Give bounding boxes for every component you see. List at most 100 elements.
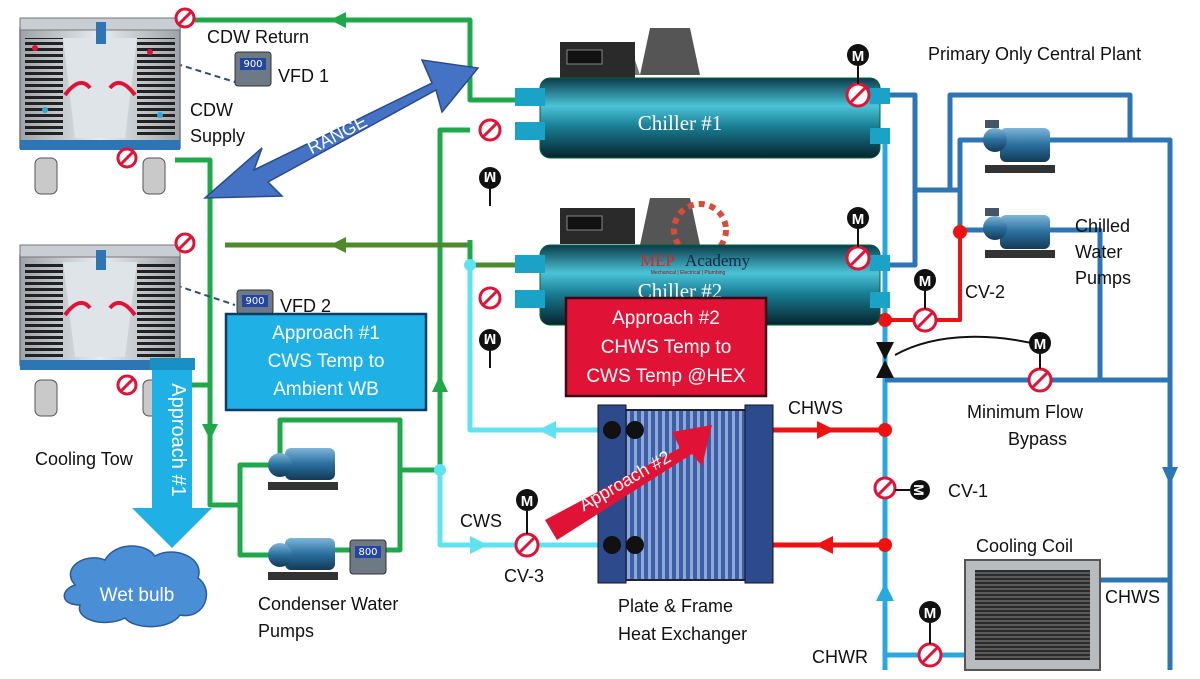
junction-dot: [878, 423, 892, 437]
svg-text:M: M: [521, 493, 534, 510]
chilled-water-pumps-label-1: Chilled: [1075, 216, 1130, 236]
cooling-tower-label: Cooling Tow: [35, 449, 134, 469]
valve-icon: [174, 232, 196, 254]
valve-icon: [1027, 367, 1053, 393]
chilled-water-pumps-label-3: Pumps: [1075, 268, 1131, 288]
valve-icon: [174, 7, 196, 29]
flow-arrows: [202, 12, 1178, 601]
flow-arrow-chwr-up: [876, 583, 894, 601]
labels: CDW Return VFD 1 VFD 2 CDW Supply Primar…: [35, 27, 1160, 667]
cooling-tower-1: [19, 17, 181, 195]
cdw-supply-label-1: CDW: [190, 100, 233, 120]
pump-discharge-right-2: [1050, 227, 1103, 380]
svg-text:M: M: [924, 605, 937, 622]
chiller-1-label: Chiller #1: [638, 111, 723, 135]
vfd-pump-box: 800: [349, 539, 387, 575]
hex-label-1: Plate & Frame: [618, 596, 733, 616]
valve-icon: [478, 286, 502, 310]
svg-text:M: M: [911, 484, 927, 496]
chilled-water-pumps-label-2: Water: [1075, 242, 1122, 262]
flow-arrow-cdw-mid: [330, 237, 346, 253]
plant-title: Primary Only Central Plant: [928, 44, 1141, 64]
svg-text:M: M: [484, 168, 497, 185]
cws-to-hex-pipe: [437, 470, 610, 548]
vfd-1-box: 900: [234, 51, 272, 87]
cv3-label: CV-3: [504, 566, 544, 586]
actuator-icon: M: [479, 329, 501, 368]
vfd-2-label: VFD 2: [280, 296, 331, 316]
pump-discharge-pipe-1: [277, 417, 440, 473]
flow-arrow-red-right: [817, 421, 835, 439]
approach-2-line-3: CWS Temp @HEX: [586, 366, 746, 387]
approach-2-line-1: Approach #2: [612, 308, 720, 329]
hex-label-2: Heat Exchanger: [618, 624, 747, 644]
approach-2-box: Approach #2 CHWS Temp to CWS Temp @HEX: [564, 296, 768, 398]
cdw-return-pipe-mid: [225, 242, 520, 268]
approach-1-arrow: Approach #1: [132, 358, 212, 548]
cv2-red-pipe: [885, 235, 962, 322]
approach-1-line-2: CWS Temp to: [268, 351, 385, 372]
cooling-coil-label: Cooling Coil: [976, 536, 1073, 556]
flow-arrow-red-left: [815, 536, 833, 554]
actuator-icon: M: [516, 489, 538, 534]
vfd-2-box: 900: [236, 289, 274, 315]
vfd-2-display: 900: [245, 296, 264, 307]
svg-text:M: M: [852, 48, 865, 65]
brand-academy: Academy: [685, 251, 751, 270]
flow-arrow-up-green: [432, 375, 448, 392]
approach-1-line-1: Approach #1: [272, 323, 380, 344]
bypass-valve-icon: [876, 342, 894, 378]
chwr-label: CHWR: [812, 647, 868, 667]
bypass-signal-line: [894, 335, 1041, 356]
approach-1-line-3: Ambient WB: [273, 379, 379, 400]
min-flow-label-2: Bypass: [1008, 429, 1067, 449]
condenser-water-pump-1: [268, 448, 338, 490]
pump-discharge-pipe-2: [330, 470, 403, 553]
chws-header-chiller2: [880, 190, 918, 268]
hex-to-cdw-pipe: [467, 265, 610, 433]
tower-supply-pipe-2: [237, 505, 280, 558]
svg-text:M: M: [1034, 336, 1047, 353]
valve-icon: [478, 118, 502, 142]
tower-supply-pipe: [175, 157, 290, 508]
chws-right-label: CHWS: [1105, 587, 1160, 607]
chilled-water-pump-2: [983, 208, 1055, 258]
cooling-tower-2: [19, 244, 181, 417]
motor-actuators: M M M M M M M M M: [479, 44, 1051, 644]
cdw-supply-pipe-top: [437, 127, 470, 470]
brand-sub: Mechanical | Electrical | Plumbing: [651, 270, 726, 276]
condenser-pumps-label-2: Pumps: [258, 621, 314, 641]
junction-dot: [434, 464, 446, 476]
approach-1-arrow-label: Approach #1: [167, 383, 189, 496]
approach-2-line-2: CHWS Temp to: [601, 337, 732, 358]
chiller-1: Chiller #1: [515, 28, 890, 159]
valve-icon: [873, 476, 897, 500]
junction-dot: [878, 538, 892, 552]
brand-mep: MEP: [640, 251, 675, 270]
actuator-icon: M: [919, 601, 941, 644]
wet-bulb-cloud: Wet bulb: [63, 545, 208, 628]
chws-top-label: CHWS: [788, 398, 843, 418]
pump-branch: [950, 137, 990, 193]
wet-bulb-label: Wet bulb: [100, 585, 175, 606]
valve-icon: [116, 374, 138, 396]
actuator-icon: M: [847, 44, 869, 84]
actuator-icon: M: [910, 480, 930, 500]
flow-arrow-cyan-right: [470, 536, 488, 554]
flow-arrow-tower-down: [202, 424, 218, 440]
cv1-label: CV-1: [948, 481, 988, 501]
cooling-coil: [964, 559, 1101, 671]
range-label: RANGE: [304, 111, 370, 158]
vfd-pump-display: 800: [358, 547, 377, 558]
flow-arrow-cyan-left: [538, 421, 556, 439]
cv2-label: CV-2: [965, 282, 1005, 302]
junction-dot: [953, 225, 967, 239]
cws-label: CWS: [460, 511, 502, 531]
junction-dot: [878, 313, 892, 327]
valve-icon: [912, 307, 938, 333]
actuator-icon: M: [914, 269, 936, 309]
valve-icon: [845, 82, 871, 108]
svg-text:M: M: [919, 273, 932, 290]
svg-text:M: M: [852, 211, 865, 228]
